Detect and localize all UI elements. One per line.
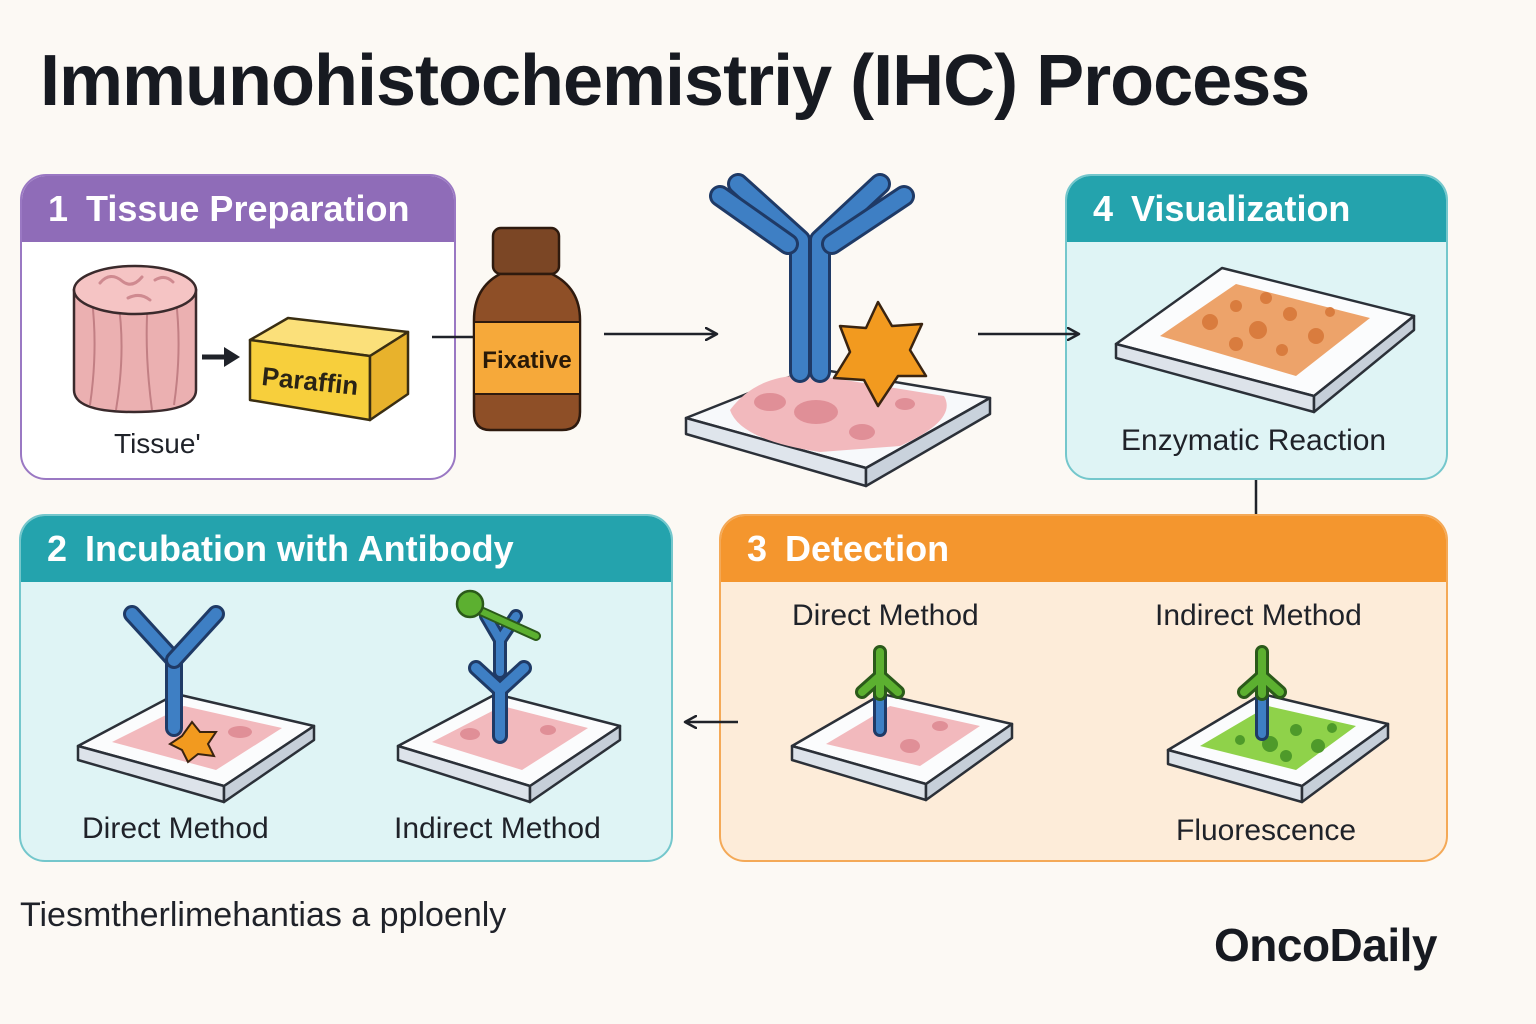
panel-header: 4 Visualization — [1067, 176, 1446, 242]
fixative-bottle-icon: Fixative — [472, 226, 582, 432]
detection-direct-label: Direct Method — [792, 599, 979, 632]
footer-text: Tiesmtherlimehantias a pploenly — [20, 896, 507, 934]
detection-caption: Fluorescence — [1176, 814, 1357, 847]
tissue-label: Tissue' — [114, 428, 201, 459]
incubation-direct-label: Direct Method — [82, 812, 269, 845]
fixative-label: Fixative — [482, 347, 571, 374]
antibody-icon — [709, 173, 915, 383]
panel-header: 1 Tissue Preparation — [22, 176, 454, 242]
page-title: Immunohistochemistriy (IHC) Process — [40, 41, 1310, 121]
panel-detection: 3 Detection — [719, 514, 1448, 862]
step-number: 4 — [1093, 188, 1114, 229]
step-heading: Incubation with Antibody — [85, 528, 514, 569]
step-number: 1 — [48, 188, 69, 229]
step-heading: Detection — [785, 528, 950, 569]
incubation-indirect-label: Indirect Method — [394, 812, 601, 845]
antigen-star-icon — [832, 300, 928, 408]
brand-logo: OncoDaily — [1214, 919, 1438, 971]
panel-tissue-preparation: 1 Tissue Preparation — [20, 174, 456, 480]
step-number: 3 — [747, 528, 768, 569]
panel-incubation: 2 Incubation with Antibody — [19, 514, 673, 862]
step-heading: Tissue Preparation — [86, 188, 410, 229]
panel-header: 3 Detection — [721, 516, 1446, 582]
step-heading: Visualization — [1131, 188, 1351, 229]
panel-header: 2 Incubation with Antibody — [21, 516, 671, 582]
step-number: 2 — [47, 528, 68, 569]
detection-indirect-label: Indirect Method — [1155, 599, 1362, 632]
visualization-caption: Enzymatic Reaction — [1121, 424, 1387, 457]
slide-icon — [684, 366, 992, 488]
